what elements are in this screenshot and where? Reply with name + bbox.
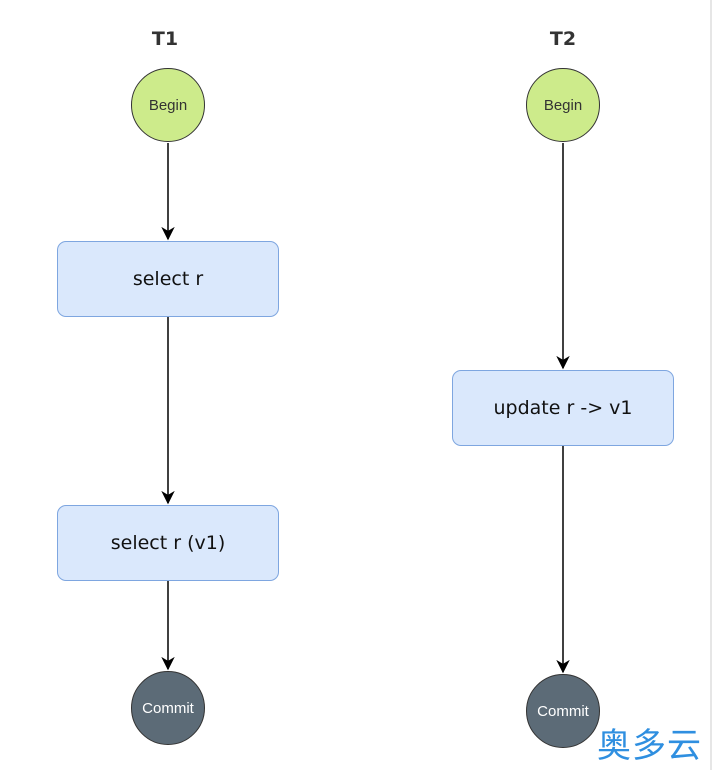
t2-title: T2: [549, 28, 577, 50]
t2-step-update-r: update r -> v1: [452, 370, 674, 446]
t2-begin-label: Begin: [543, 96, 583, 114]
t1-begin-node: Begin: [131, 68, 205, 142]
t1-step-select-r-v1: select r (v1): [57, 505, 279, 581]
watermark: 奥多云: [597, 726, 702, 766]
t1-begin-label: Begin: [148, 96, 188, 114]
page-edge-divider: [710, 0, 712, 770]
t2-commit-node: Commit: [526, 674, 600, 748]
t2-begin-node: Begin: [526, 68, 600, 142]
t1-commit-node: Commit: [131, 671, 205, 745]
t1-commit-label: Commit: [142, 699, 194, 717]
t1-step-select-r: select r: [57, 241, 279, 317]
t1-title: T1: [151, 28, 179, 50]
t2-commit-label: Commit: [537, 702, 589, 720]
